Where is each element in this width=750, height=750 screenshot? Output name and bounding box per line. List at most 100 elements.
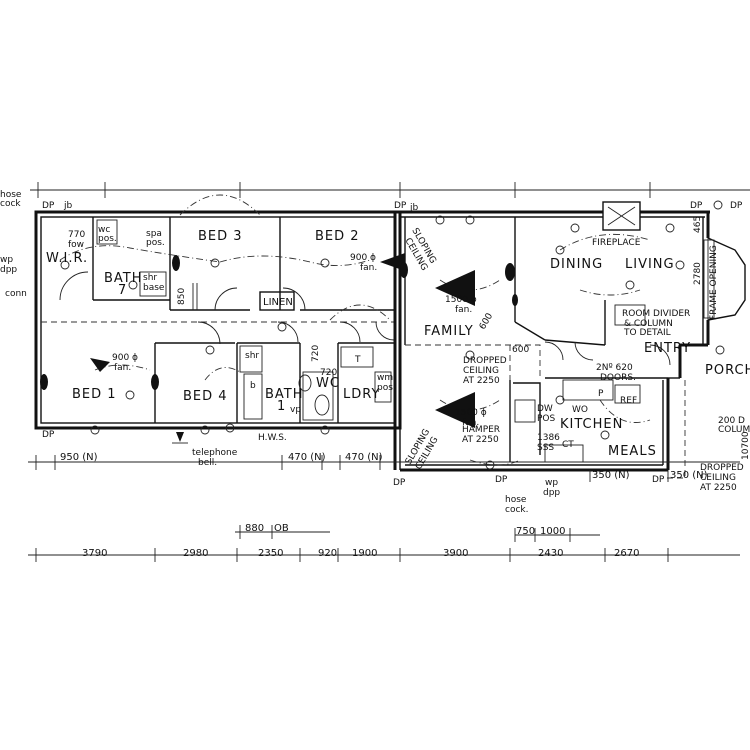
frame-opening-label: FRAME OPENING	[709, 245, 719, 320]
room-label-entry: ENTRY	[644, 341, 691, 356]
room-label-ensuite-bath-number: 7	[118, 283, 127, 298]
sink-label: SSS	[537, 443, 554, 453]
doors-label-2: DOORS.	[600, 373, 636, 383]
double-power-point-label: dpp	[0, 265, 17, 275]
dropped-ceiling-label-2: CEILING	[700, 473, 736, 483]
dim-2980: 2980	[183, 548, 208, 559]
fan-label: 1500 ϕ	[455, 408, 487, 418]
dim-720-b: 720	[320, 368, 337, 378]
hose-cock-label-2: cock	[0, 199, 21, 209]
fan-label: 900 ϕ	[112, 353, 138, 363]
room-label-laundry: LDRY	[343, 387, 380, 402]
dropped-ceiling-label-2: CEILING	[463, 366, 499, 376]
telephone-bell-icon	[172, 432, 188, 444]
dropped-ceiling-label: DROPPED	[700, 463, 744, 473]
dim-2350: 2350	[258, 548, 283, 559]
washing-machine-label: wm	[377, 373, 393, 383]
dim-350: 350 (N)	[592, 470, 630, 481]
fan-label: 900 ϕ	[350, 253, 376, 263]
fireplace-label: FIREPLACE	[592, 238, 641, 248]
fan-label-2: fan.	[114, 363, 131, 373]
dim-600-b: 600	[512, 345, 529, 355]
junction-box-label: jb	[63, 201, 73, 211]
dim-3900: 3900	[443, 548, 468, 559]
pantry-label: P	[598, 389, 604, 399]
bottom-dimension-lines	[28, 455, 740, 562]
wc-pos-label: wc	[98, 225, 110, 235]
downpipe-label: DP	[495, 475, 508, 485]
fw-dimension: 770	[68, 230, 85, 240]
dim-600: 600	[478, 311, 495, 331]
room-label-bed3: BED 3	[198, 229, 243, 244]
vanity-label: vp	[290, 405, 301, 415]
dim-3790: 3790	[82, 548, 107, 559]
fw-label: fow	[68, 240, 84, 250]
hose-cock-label: hose	[0, 190, 22, 200]
connection-label: conn	[5, 289, 27, 299]
dim-ob: OB	[274, 523, 289, 534]
dropped-ceiling-outlines	[405, 344, 686, 479]
dim-2780: 2780	[693, 262, 703, 285]
dropped-ceiling-label-3: AT 2250	[700, 483, 737, 493]
telephone-label: telephone	[192, 448, 238, 458]
spa-pos-label: spa	[146, 229, 162, 239]
dim-350-b: 350 (N)	[670, 470, 708, 481]
downpipe-label: DP	[690, 201, 703, 211]
dim-470: 470 (N)	[288, 452, 326, 463]
junction-box-label: jb	[409, 203, 419, 213]
column-label-2: COLUMN	[718, 425, 750, 435]
light-fixtures	[60, 200, 725, 470]
shower-label: shr	[245, 351, 259, 361]
top-dimension-line	[30, 182, 750, 198]
dim-465: 465	[693, 216, 703, 233]
downpipe-label: DP	[652, 475, 665, 485]
wall-markers	[40, 255, 518, 390]
fan-label: 1500 ϕ	[445, 295, 477, 305]
room-label-bed1: BED 1	[72, 387, 117, 402]
dropped-ceiling-label-3: AT 2250	[463, 376, 500, 386]
hamper-label: HAMPER	[462, 425, 500, 435]
dim-2430: 2430	[538, 548, 563, 559]
room-label-bath1: BATH	[265, 387, 304, 402]
room-label-meals: MEALS	[608, 444, 657, 459]
fan-label-2: fan.	[360, 263, 377, 273]
dim-850: 850	[177, 288, 187, 305]
dim-470-b: 470 (N)	[345, 452, 383, 463]
room-label-bed2: BED 2	[315, 229, 360, 244]
room-label-family: FAMILY	[424, 324, 474, 339]
shower-base-label: shr	[143, 273, 157, 283]
shower-base-label-2: base	[143, 283, 165, 293]
dim-1900: 1900	[352, 548, 377, 559]
double-power-point-label: dpp	[543, 488, 560, 498]
hose-cock-label-2: cock.	[505, 505, 528, 515]
telephone-label-2: bell.	[198, 458, 217, 468]
dishwasher-label-2: POS	[537, 414, 556, 424]
room-label-kitchen: KITCHEN	[560, 417, 623, 432]
room-divider-label: ROOM DIVIDER	[622, 309, 690, 319]
downpipe-label: DP	[394, 201, 407, 211]
room-label-wir: W.I.R.	[46, 251, 88, 266]
ceiling-fans	[90, 253, 475, 428]
hose-cock-label: hose	[505, 495, 527, 505]
room-label-wc: WC	[316, 376, 340, 391]
dim-2670: 2670	[614, 548, 639, 559]
weatherproof-label: wp	[0, 255, 13, 265]
cooktop-label: CT	[562, 440, 574, 450]
room-label-bath1-number: 1	[277, 399, 286, 414]
fan-label-2: fan.	[455, 305, 472, 315]
room-divider-label-3: TO DETAIL	[623, 328, 671, 338]
room-label-living: LIVING	[625, 257, 675, 272]
downpipe-label: DP	[730, 201, 743, 211]
room-label-linen: LINEN	[263, 297, 293, 308]
weatherproof-label: wp	[545, 478, 558, 488]
spa-pos-label-2: pos.	[146, 238, 165, 248]
dim-10700: 10700	[741, 431, 750, 460]
dim-750: 750	[516, 526, 535, 537]
room-label-bed4: BED 4	[183, 389, 228, 404]
dim-920: 920	[318, 548, 337, 559]
downpipe-label: DP	[393, 478, 406, 488]
dim-950: 950 (N)	[60, 452, 98, 463]
dim-720: 720	[311, 345, 321, 362]
downpipe-label: DP	[42, 430, 55, 440]
